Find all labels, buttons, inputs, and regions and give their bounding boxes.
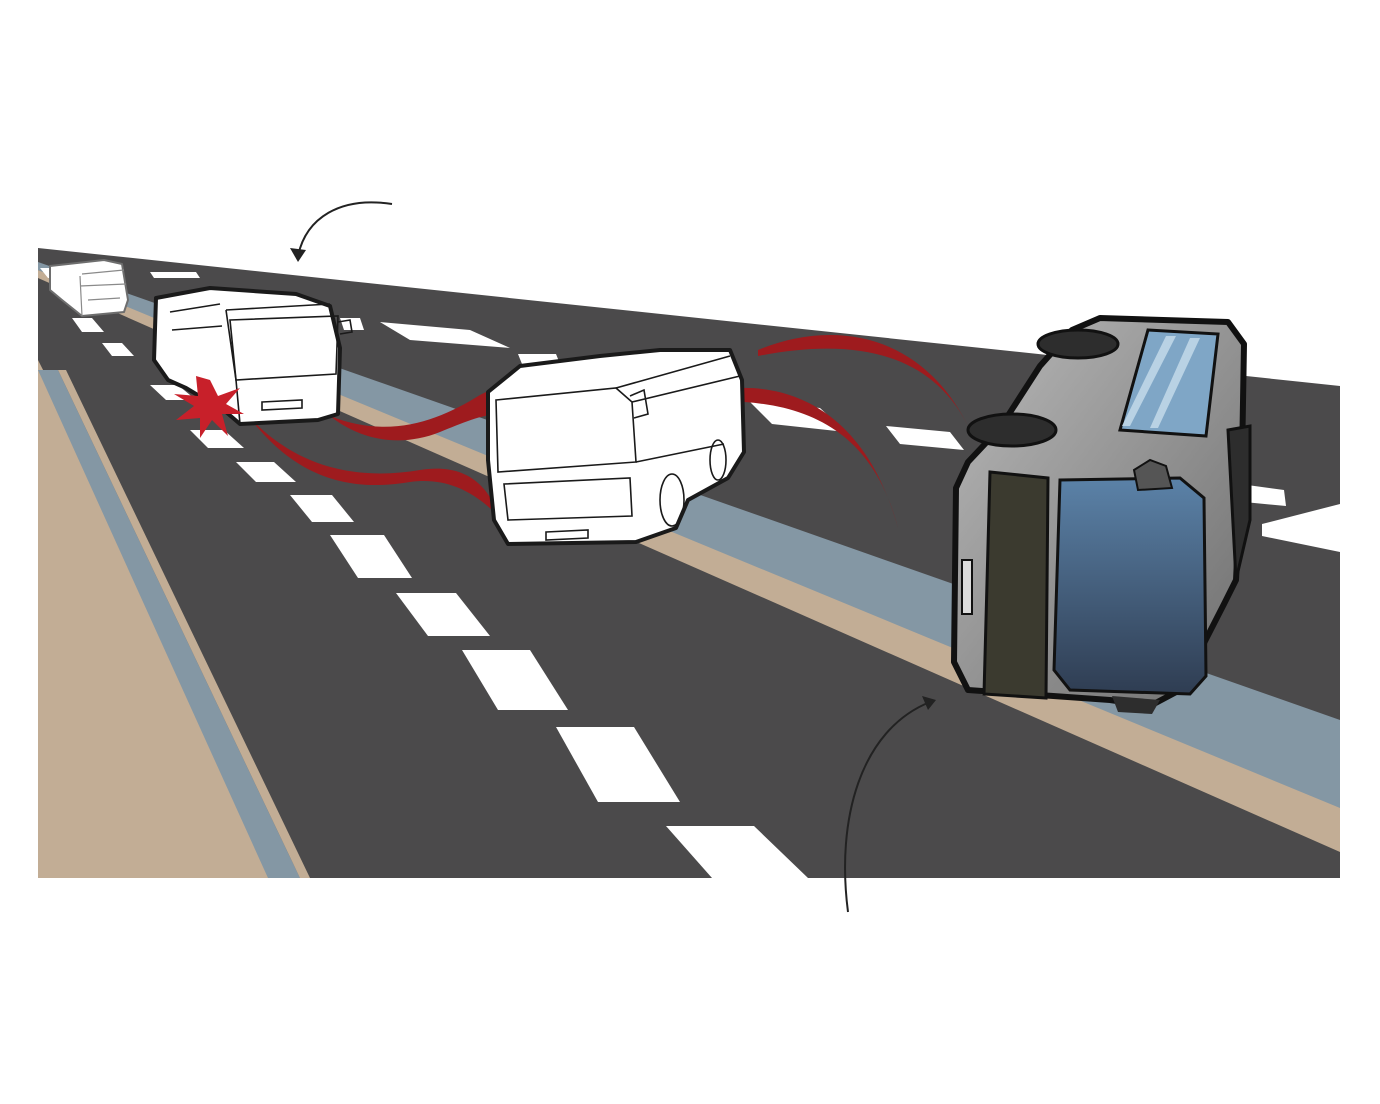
impact-burst-icon <box>174 376 244 438</box>
median-sand <box>38 270 1340 852</box>
left-lane-dashes <box>40 268 808 878</box>
trail-upper <box>330 389 523 441</box>
distant-bus-icon <box>49 259 129 317</box>
top-annotation-arrow-icon <box>290 201 393 262</box>
trail-high-arc <box>758 334 968 426</box>
overturned-bus-icon <box>951 315 1252 714</box>
swerving-bus-icon <box>486 348 746 546</box>
bottom-annotation-arrow-icon <box>844 696 936 913</box>
left-curb-blue <box>38 370 300 878</box>
left-curb-sand <box>58 370 310 878</box>
